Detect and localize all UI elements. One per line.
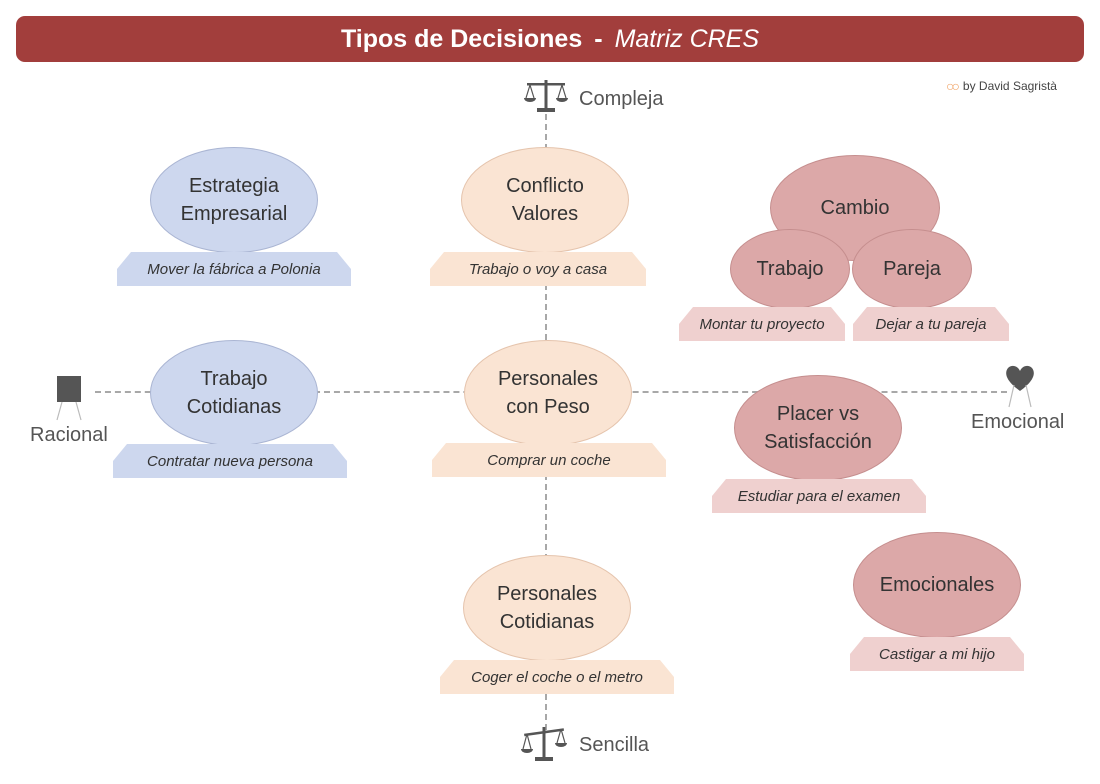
axis-label-left: Racional	[30, 424, 108, 446]
scale-icon	[524, 80, 568, 112]
scale-icon	[521, 727, 567, 761]
page-title: Tipos de Decisiones	[340, 24, 583, 53]
example-trabajo-cotidianas: Contratar nueva persona	[113, 444, 347, 478]
node-trabajo-cambio: Trabajo	[730, 229, 850, 309]
node-estrategia-empresarial: Estrategia Empresarial	[150, 147, 318, 253]
example-pareja: Dejar a tu pareja	[853, 307, 1009, 341]
node-pareja: Pareja	[852, 229, 972, 309]
square-person-icon	[56, 376, 82, 421]
credit-text: by David Sagristà	[962, 79, 1057, 93]
axis-label-top: Compleja	[579, 88, 664, 110]
node-personales-con-peso: Personales con Peso	[464, 340, 632, 446]
node-placer-vs-satisfaccion: Placer vs Satisfacción	[734, 375, 902, 481]
node-emocionales: Emocionales	[853, 532, 1021, 638]
example-conflicto: Trabajo o voy a casa	[430, 252, 646, 286]
example-trabajo-cambio: Montar tu proyecto	[679, 307, 845, 341]
example-personales-cotidianas: Coger el coche o el metro	[440, 660, 674, 694]
heart-person-icon	[1006, 365, 1034, 408]
axis-label-right: Emocional	[971, 411, 1065, 433]
title-bar: Tipos de Decisiones - Matriz CRES	[16, 16, 1084, 62]
node-conflicto-valores: Conflicto Valores	[461, 147, 629, 253]
credit-logo-icon: ○○	[946, 78, 960, 94]
example-personales-con-peso: Comprar un coche	[432, 443, 666, 477]
page-subtitle: Matriz CRES	[614, 24, 760, 53]
example-estrategia: Mover la fábrica a Polonia	[117, 252, 351, 286]
example-placer: Estudiar para el examen	[712, 479, 926, 513]
node-trabajo-cotidianas: Trabajo Cotidianas	[150, 340, 318, 446]
node-personales-cotidianas: Personales Cotidianas	[463, 555, 631, 661]
axis-label-bottom: Sencilla	[579, 734, 650, 756]
credit: ○○ by David Sagristà	[946, 78, 1057, 94]
example-emocionales: Castigar a mi hijo	[850, 637, 1024, 671]
title-separator: -	[594, 24, 603, 53]
